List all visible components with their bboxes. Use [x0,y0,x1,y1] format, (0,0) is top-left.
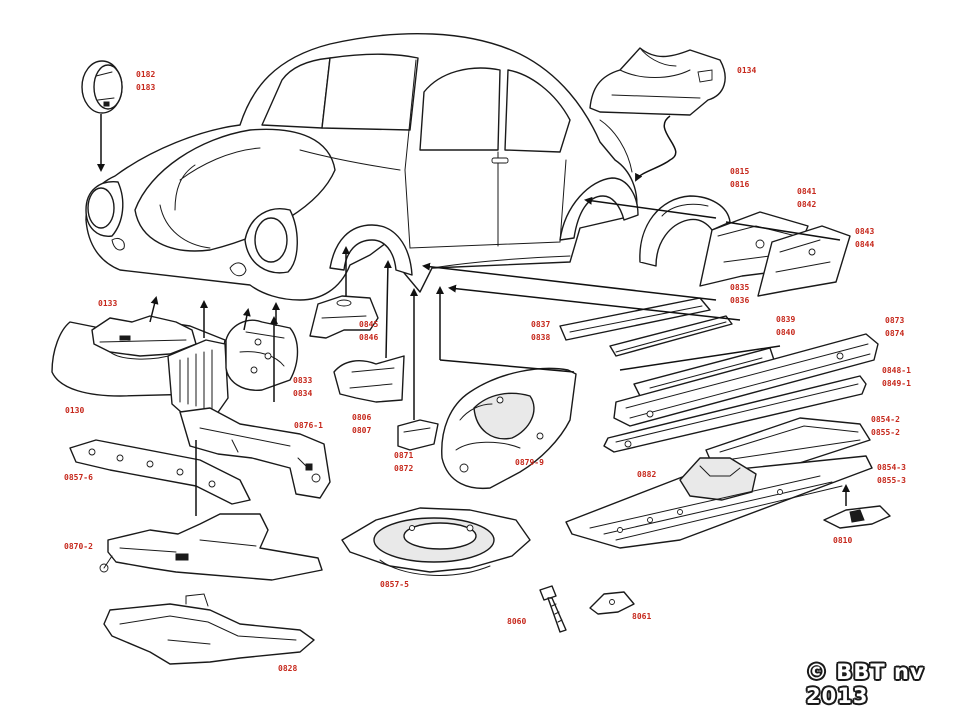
tunnel-support-part [823,505,891,529]
label-heater-channel-outer: 0873 0874 [885,316,905,338]
cross-member-front-part [69,439,251,505]
label-sill-panel: 0835 0836 [730,283,750,305]
floor-pan-part [565,455,873,549]
spare-wheel-well-part [341,507,531,576]
clip-part [589,591,635,615]
label-quarter-panel-section: 0815 0816 [730,167,750,189]
leader-lines [97,114,850,516]
label-tunnel-support: 0810 [833,536,853,545]
label-a-pillar-section: 0833 0834 [293,376,313,398]
label-rear-heater-channel: 0841 0842 [797,187,817,209]
label-pan-half-front: 0854-2 0855-2 [871,415,900,437]
running-board-strip-part [609,315,733,357]
label-front-upper-panel: 0134 [737,66,757,75]
front-quarter-section-part [309,295,379,339]
label-pan-half-rear: 0854-3 0855-3 [877,463,906,485]
label-front-quarter-section: 0845 0846 [359,320,379,342]
frame-fork-part [99,513,323,581]
jack-point-part [397,419,439,451]
heater-channel-outer-part [613,333,879,427]
sill-panel-part [559,297,711,341]
label-frame-head: 0876-1 [294,421,323,430]
label-sill-strip: 0839 0840 [776,315,796,337]
rear-quarter-section-part [757,225,851,297]
beetle-body-shell [85,32,639,301]
label-running-board-strip: 0837 0838 [531,320,551,342]
label-frame-fork: 0870-2 [64,542,93,551]
label-door-post-repair: 0806 0807 [352,413,372,435]
a-pillar-section-part [225,319,299,391]
inner-wheel-arch-part [441,367,577,490]
label-front-beam-panel: 0130 [65,406,85,415]
label-floor-pan: 0882 [637,470,657,479]
label-jack-point: 0871 0872 [394,451,414,473]
floor-plate-part [103,593,315,665]
label-spare-wheel-well: 0857-5 [380,580,409,589]
label-bolt: 8060 [507,617,527,626]
label-cross-member-front: 0857-6 [64,473,93,482]
frame-head-part [179,407,331,499]
label-clip: 8061 [632,612,652,621]
copyright-watermark: © BBT nv 2013 [806,660,925,708]
bolt-part [539,585,567,633]
front-beam-panel-part [167,339,229,421]
label-heater-channel-inner: 0848-1 0849-1 [882,366,911,388]
label-front-apron: 0133 [98,299,118,308]
label-floor-plate: 0828 [278,664,298,673]
label-inner-wheel-arch: 0879-9 [515,458,544,467]
front-upper-panel-part [589,47,726,116]
label-headlight-bucket: 0182 0183 [136,70,156,92]
heater-channel-inner-part [603,375,867,453]
door-post-repair-part [333,355,405,403]
label-rear-quarter-section: 0843 0844 [855,227,875,249]
headlight-bucket-part [81,60,123,114]
